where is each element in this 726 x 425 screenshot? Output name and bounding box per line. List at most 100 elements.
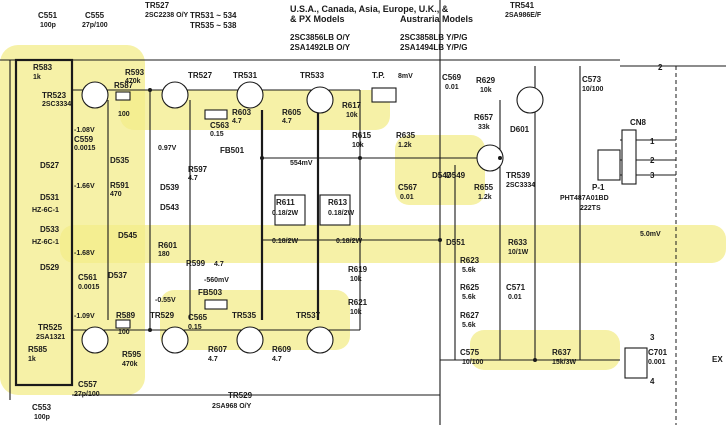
fb501-label: FB501 [220, 146, 245, 155]
model-header: U.S.A., Canada, Asia, Europe, U.K., & & … [190, 4, 473, 52]
tr523-label: TR523 [42, 91, 67, 100]
models-line2-left: & PX Models [290, 14, 345, 24]
r597-label: R597 [188, 165, 208, 174]
tr539-label: TR539 [506, 171, 531, 180]
r609-label: R609 [272, 345, 292, 354]
d545-label: D545 [118, 231, 138, 240]
tr531-label: TR531 [233, 71, 258, 80]
tp-label: T.P. [372, 71, 385, 80]
r585-label: R585 [28, 345, 48, 354]
r599-label: R599 [186, 259, 206, 268]
tr531-534-label: TR531 ~ 534 [190, 11, 237, 20]
r633-value: 10/1W [508, 249, 529, 256]
r583-value: 1k [33, 74, 41, 81]
c573-value: 10/100 [582, 86, 604, 93]
tr527-label: TR527 [188, 71, 213, 80]
c571-label: C571 [506, 283, 526, 292]
r637-label: R637 [552, 348, 572, 357]
r627-label: R627 [460, 311, 480, 320]
r657-value: 33k [478, 124, 490, 131]
r615-label: R615 [352, 131, 372, 140]
c565-value: 0.15 [188, 324, 202, 331]
r593-label: R593 [125, 68, 145, 77]
c563-label: C563 [210, 121, 230, 130]
d529-label: D529 [40, 263, 60, 272]
tr539-value: 2SC3334 [506, 182, 535, 189]
r603-value: 4.7 [232, 118, 242, 125]
r621-value: 10k [350, 309, 362, 316]
d601-label: D601 [510, 125, 530, 134]
r613-value: 0.18/2W [328, 210, 354, 217]
d533-label: D533 [40, 225, 60, 234]
voltage-055: -0.55V [155, 297, 176, 304]
tr-eu-b: 2SA1494LB Y/P/G [400, 43, 467, 52]
c701-label: C701 [648, 348, 668, 357]
r619-label: R619 [348, 265, 368, 274]
ex-label: EX [712, 355, 723, 364]
r603-label: R603 [232, 108, 252, 117]
voltage-554: 554mV [290, 160, 313, 167]
tr527-top-value: 2SC2238 O/Y [145, 12, 189, 19]
r601-label: R601 [158, 241, 178, 250]
p1-value2: 222TS [580, 205, 601, 212]
tr529-bottom-label: TR529 [228, 391, 253, 400]
r617-label: R617 [342, 101, 362, 110]
d537-label: D537 [108, 271, 128, 280]
pin-1: 1 [650, 137, 655, 146]
c555-label: C555 [85, 11, 105, 20]
d527-label: D527 [40, 161, 60, 170]
tr535-label: TR535 [232, 311, 257, 320]
tp-value: 8mV [398, 73, 413, 80]
r621-label: R621 [348, 298, 368, 307]
c573-label: C573 [582, 75, 602, 84]
tr-eu-a: 2SC3858LB Y/P/G [400, 33, 467, 42]
r629-label: R629 [476, 76, 496, 85]
r607-label: R607 [208, 345, 228, 354]
highlighter-marks [0, 45, 726, 395]
voltage-560: -560mV [204, 277, 229, 284]
r613-label: R613 [328, 198, 348, 207]
r635-value: 1.2k [398, 142, 412, 149]
tr541-value: 2SA986E/F [505, 12, 542, 19]
r591-label: R591 [110, 181, 130, 190]
tr537-label: TR537 [296, 311, 321, 320]
models-line1: U.S.A., Canada, Asia, Europe, U.K., & [290, 4, 449, 14]
r593-value: 470k [125, 78, 141, 85]
tr541-label: TR541 [510, 1, 535, 10]
d533-value: HZ-6C-1 [32, 239, 59, 246]
component-symbols [115, 87, 648, 379]
pin-3: 3 [650, 171, 655, 180]
tr523-value: 2SC3334 [42, 101, 71, 108]
c571-value: 0.01 [508, 294, 522, 301]
c559-label: C559 [74, 135, 94, 144]
d531-value: HZ-6C-1 [32, 207, 59, 214]
c575-value: 10/100 [462, 359, 484, 366]
r625-value: 5.6k [462, 294, 476, 301]
c567-label: C567 [398, 183, 418, 192]
c565-label: C565 [188, 313, 208, 322]
pin-4: 4 [650, 377, 655, 386]
r613-value2: 0.18/2W [336, 238, 362, 245]
pin-3-bottom: 3 [650, 333, 655, 342]
r633-label: R633 [508, 238, 528, 247]
r605-label: R605 [282, 108, 302, 117]
r595-value: 470k [122, 361, 138, 368]
tr527-top-label: TR527 [145, 1, 170, 10]
models-line2-right: Austraria Models [400, 14, 473, 24]
voltage-168: -1.68V [74, 250, 95, 257]
r589-value: 100 [118, 329, 130, 336]
d549-label: D549 [446, 171, 466, 180]
r609-value: 4.7 [272, 356, 282, 363]
p1-value: PHT487A01BD [560, 195, 609, 202]
d531-label: D531 [40, 193, 60, 202]
r587-value: 100 [118, 111, 130, 118]
c559-value: 0.0015 [74, 145, 96, 152]
r597-value: 4.7 [188, 175, 198, 182]
r611-value2: 0.18/2W [272, 238, 298, 245]
c561-value: 0.0015 [78, 284, 100, 291]
tr-us-b: 2SA1492LB O/Y [290, 43, 351, 52]
r587-label: R587 [114, 81, 134, 90]
tr533-label: TR533 [300, 71, 325, 80]
